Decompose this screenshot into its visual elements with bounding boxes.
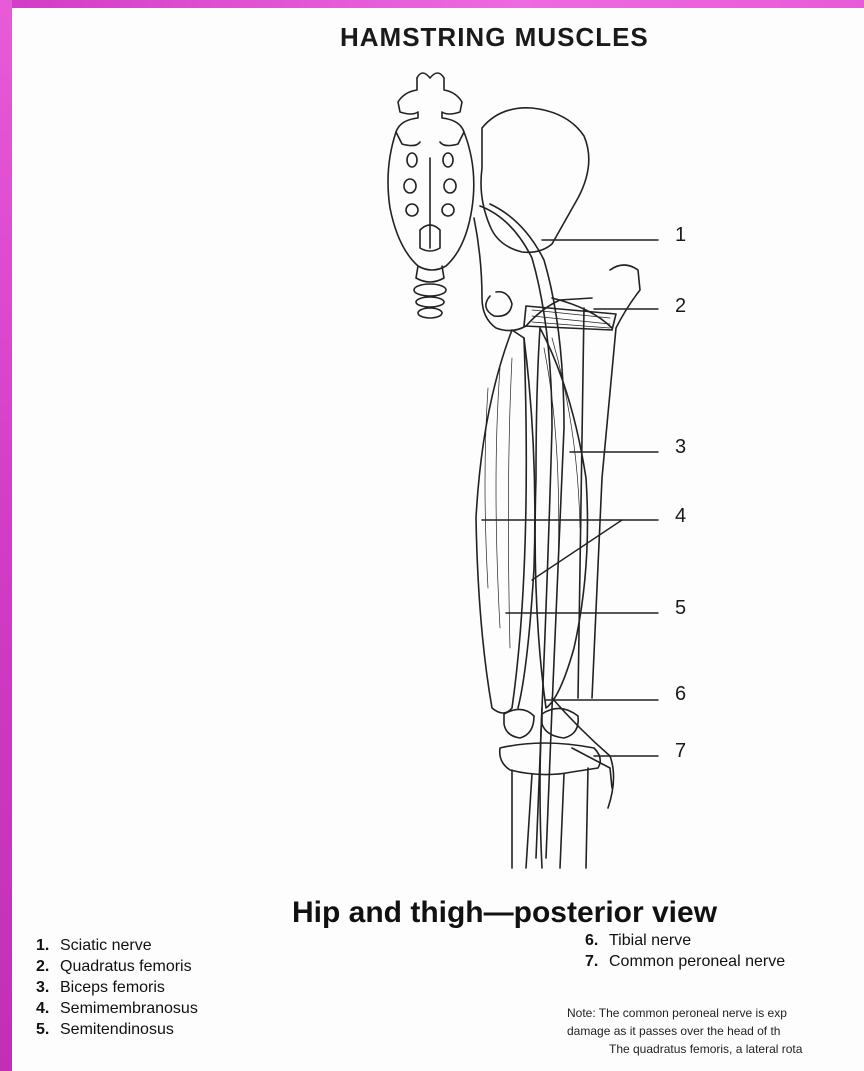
legend-number: 2. [36, 956, 60, 977]
frame-top [0, 0, 864, 8]
legend-number: 5. [36, 1019, 60, 1040]
legend-left: 1.Sciatic nerve 2.Quadratus femoris 3.Bi… [36, 935, 198, 1040]
tibial-nerve [540, 708, 542, 868]
callout-2: 2 [675, 295, 686, 318]
legend-label: Quadratus femoris [60, 958, 192, 975]
knee-illustration [500, 708, 612, 868]
legend-number: 7. [585, 951, 609, 972]
callout-6: 6 [675, 683, 686, 706]
legend-label: Semitendinosus [60, 1021, 174, 1038]
frame-left [0, 0, 12, 1071]
note-line: Note: The common peroneal nerve is exp [567, 1004, 864, 1022]
legend-item: 4.Semimembranosus [36, 998, 198, 1019]
legend-number: 1. [36, 935, 60, 956]
legend-item: 7.Common peroneal nerve [585, 951, 785, 972]
legend-item: 6.Tibial nerve [585, 930, 785, 951]
legend-number: 4. [36, 998, 60, 1019]
callout-4: 4 [675, 505, 686, 528]
legend-label: Semimembranosus [60, 1000, 198, 1017]
legend-label: Sciatic nerve [60, 937, 152, 954]
diagram-subtitle: Hip and thigh—posterior view [292, 896, 717, 930]
sciatic-nerve [480, 206, 552, 858]
note-line: The quadratus femoris, a lateral rota [567, 1040, 864, 1058]
callout-1: 1 [675, 224, 686, 247]
legend-item: 5.Semitendinosus [36, 1019, 198, 1040]
note-line: damage as it passes over the head of th [567, 1022, 864, 1040]
clinical-note: Note: The common peroneal nerve is exp d… [567, 1004, 864, 1058]
worksheet-page: ​ HAMSTRING MUSCLES [12, 8, 864, 1071]
legend-label: Tibial nerve [609, 932, 691, 949]
callout-5: 5 [675, 597, 686, 620]
legend-item: 3.Biceps femoris [36, 977, 198, 998]
callout-7: 7 [675, 740, 686, 763]
legend-number: 6. [585, 930, 609, 951]
legend-label: Biceps femoris [60, 979, 165, 996]
sacrum-illustration [388, 73, 474, 318]
legend-number: 3. [36, 977, 60, 998]
legend-item: 2.Quadratus femoris [36, 956, 198, 977]
callout-3: 3 [675, 436, 686, 459]
legend-right: 6.Tibial nerve 7.Common peroneal nerve [585, 930, 785, 972]
legend-label: Common peroneal nerve [609, 953, 785, 970]
pelvis-illustration [474, 108, 592, 331]
legend-item: 1.Sciatic nerve [36, 935, 198, 956]
